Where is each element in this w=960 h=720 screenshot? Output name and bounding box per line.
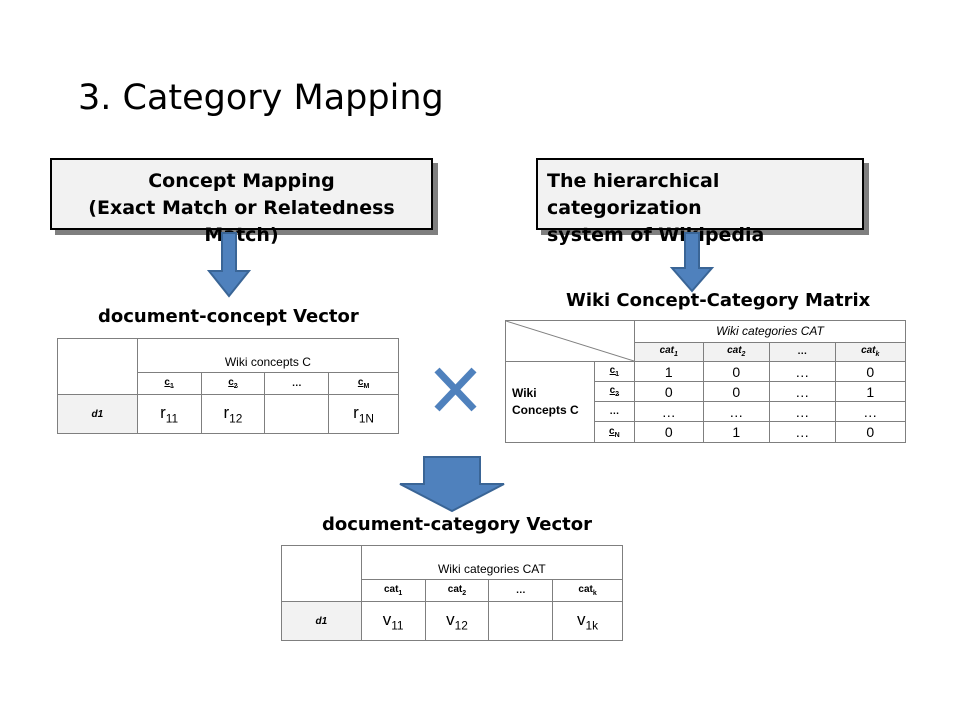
row-group-label: Wiki Concepts C	[505, 361, 595, 443]
value-cell: v11	[360, 601, 426, 641]
row-header: cN	[593, 421, 636, 443]
column-header: cat1	[360, 579, 426, 602]
value-cell: r11	[136, 394, 202, 434]
matrix-cell: 0	[634, 381, 704, 402]
matrix-cell: 0	[834, 421, 906, 443]
row-header: c2	[593, 381, 636, 402]
wikipedia-categorization-box: The hierarchical categorization system o…	[536, 158, 864, 246]
value-cell: v12	[424, 601, 490, 641]
value-cell: r1N	[328, 394, 399, 434]
row-header: …	[593, 401, 636, 422]
diagonal-line	[506, 321, 634, 361]
wikipedia-categorization-line2: system of Wikipedia	[547, 224, 765, 246]
concept-mapping-line1: Concept Mapping	[148, 170, 335, 192]
matrix-cell: …	[834, 401, 906, 422]
matrix-cell: 0	[702, 381, 771, 402]
wikipedia-categorization-line1: The hierarchical categorization	[547, 170, 720, 219]
value-cell	[264, 394, 330, 434]
column-header: catk	[834, 341, 906, 363]
value-cell: r12	[200, 394, 266, 434]
matrix-cell: …	[769, 401, 836, 422]
row-header: c1	[593, 361, 636, 382]
matrix-cell: 0	[634, 421, 704, 443]
matrix-cell: …	[769, 361, 836, 382]
concept-category-matrix: Wiki categories CAT cat1 cat2 … catk Wik…	[505, 320, 906, 443]
down-arrow-big-icon	[399, 456, 505, 513]
column-header: cat2	[424, 579, 490, 602]
matrix-heading: Wiki Concept-Category Matrix	[566, 290, 871, 311]
document-category-table: Wiki categories CAT cat1 cat2 … catk d1 …	[281, 545, 624, 641]
column-header: …	[488, 579, 554, 602]
concepts-group-header: Wiki concepts C	[136, 338, 400, 373]
page-title: 3. Category Mapping	[78, 78, 444, 118]
matrix-cell: 1	[634, 361, 704, 382]
column-header: cM	[328, 372, 399, 395]
matrix-cell: …	[769, 381, 836, 402]
corner-cell	[281, 545, 362, 602]
column-header: …	[769, 341, 836, 363]
document-category-heading: document-category Vector	[322, 514, 593, 535]
value-cell	[488, 601, 554, 641]
diagonal-corner-cell	[505, 320, 635, 362]
document-concept-heading: document-concept Vector	[98, 306, 359, 327]
concept-mapping-box: Concept Mapping (Exact Match or Relatedn…	[50, 158, 433, 246]
row-label: d1	[281, 601, 362, 641]
categories-group-header: Wiki categories CAT	[360, 545, 624, 580]
matrix-cell: 1	[834, 381, 906, 402]
row-label: d1	[57, 394, 138, 434]
matrix-cell: 0	[702, 361, 771, 382]
multiply-cross-icon	[434, 367, 477, 412]
matrix-cell: …	[769, 421, 836, 443]
column-header: …	[264, 372, 330, 395]
column-header: cat2	[702, 341, 771, 363]
matrix-cell: 0	[834, 361, 906, 382]
corner-cell	[57, 338, 138, 395]
column-header: catk	[552, 579, 623, 602]
down-arrow-left-icon	[206, 232, 252, 298]
document-concept-table: Wiki concepts C c1 c2 … cM d1 r11 r12 r1…	[57, 338, 400, 434]
column-header: c1	[136, 372, 202, 395]
column-header: cat1	[634, 341, 704, 363]
categories-group-header: Wiki categories CAT	[634, 320, 906, 343]
down-arrow-right-icon	[669, 232, 715, 293]
matrix-cell: …	[702, 401, 771, 422]
matrix-cell: …	[634, 401, 704, 422]
matrix-cell: 1	[702, 421, 771, 443]
column-header: c2	[200, 372, 266, 395]
value-cell: v1k	[552, 601, 623, 641]
